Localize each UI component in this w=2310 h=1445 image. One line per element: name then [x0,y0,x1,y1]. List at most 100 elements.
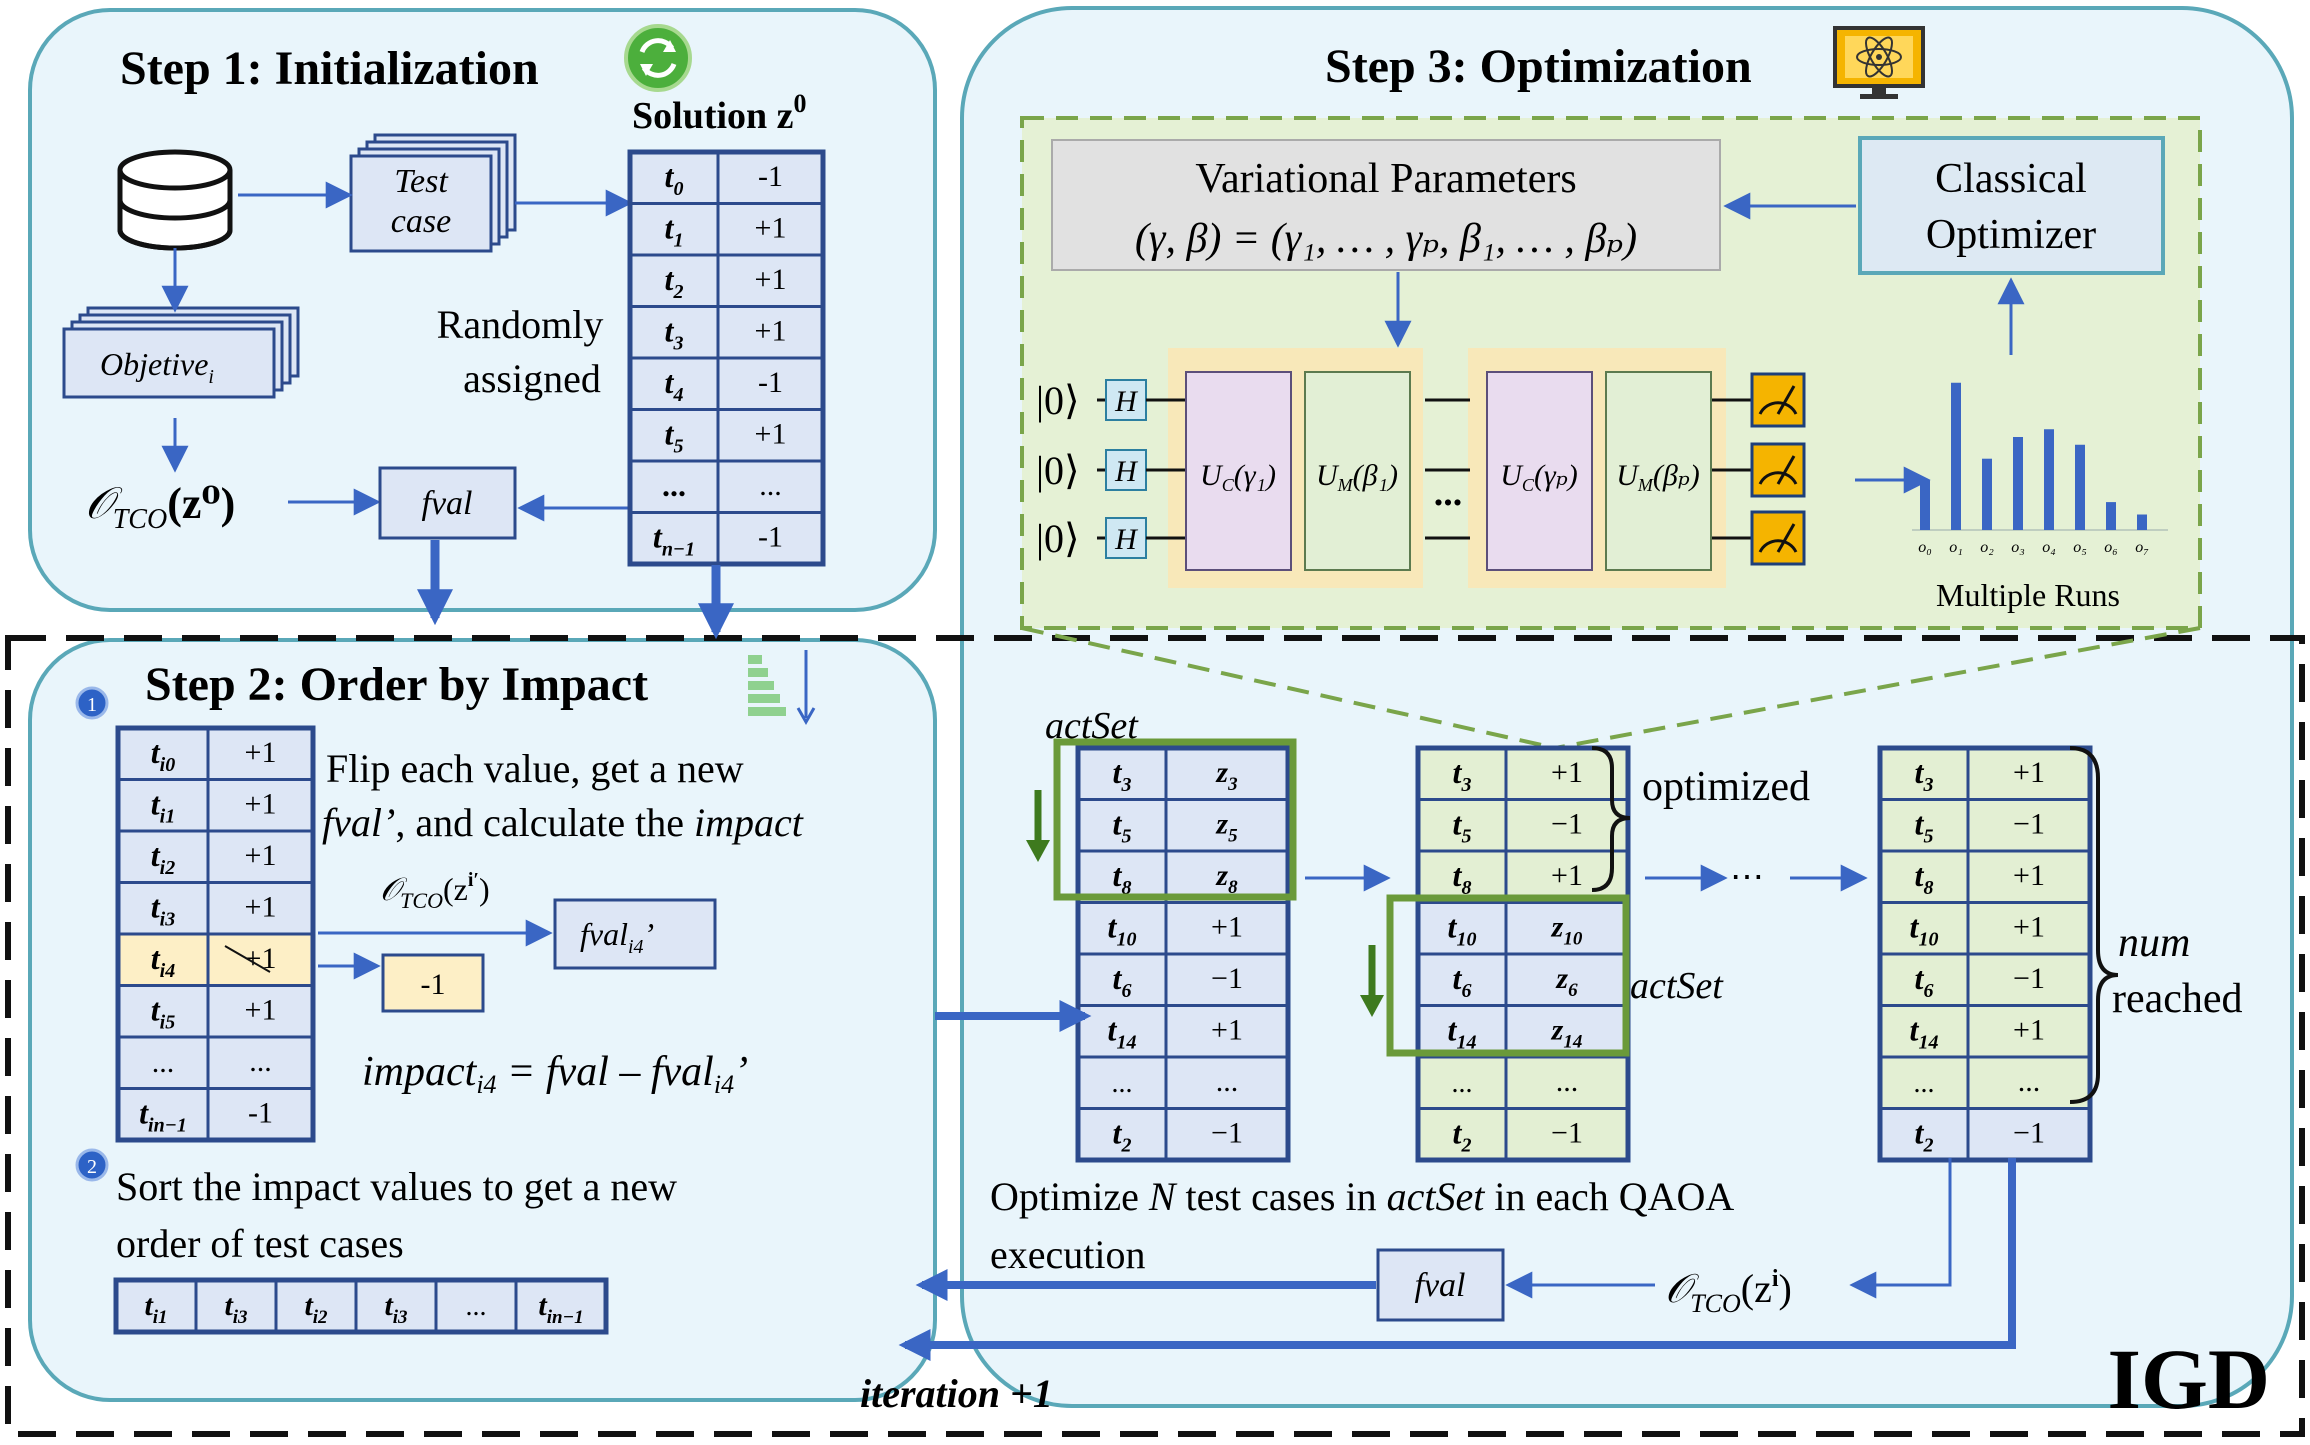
step3-key: t6 [1915,960,1934,1002]
histogram-label: o₄ [2042,539,2056,556]
step3-key: t14 [1108,1012,1137,1054]
solution-value: +1 [755,417,787,450]
order-cell [434,1278,518,1334]
step3-value: −1 [1551,807,1583,840]
step3-value: +1 [1551,859,1583,892]
table-border [1877,745,2093,1163]
arrow-iteration-loop [898,1158,2016,1361]
step3-key: t8 [1113,857,1132,899]
num-reached-brace [2069,746,2119,1104]
step3-value: +1 [2013,1013,2045,1046]
order-cell-text: tin−1 [538,1289,583,1328]
solution-value: -1 [758,520,783,553]
table-cell-value [206,984,315,1039]
actset-highlight-2 [1386,894,1630,1057]
arrow-table-c-to-otco [1849,1158,1952,1299]
fval-box-step1 [378,466,517,540]
table-cell-key [1076,1055,1168,1110]
table-cell-value [1966,1107,2092,1162]
step2-badge-1: 1 [75,686,109,720]
impact-value: +1 [245,736,277,769]
step3-value: ... [1556,1065,1579,1098]
down-arrow-green-1 [1026,790,1050,862]
solution-key: t5 [665,416,684,458]
solution-value: +1 [755,263,787,296]
table-border [115,725,316,1143]
table-cell-key [1878,849,1970,904]
objective-stack [62,306,300,399]
meter-needle [1776,385,1796,415]
test-case-line1: Test [394,163,449,200]
histogram-bar [1920,480,1930,530]
solution-table: t0-1t1+1t2+1t3+1t4-1t5+1......tn−1-1 [627,149,826,567]
order-cell-text: ti1 [144,1289,167,1328]
flip-line1: Flip each value, get a new [326,746,744,791]
table-cell-value [1966,798,2092,853]
solution-value: +1 [755,314,787,347]
table-cell-value [1164,901,1290,956]
histogram-bar [2137,514,2147,530]
step3-value: z8 [1215,859,1238,898]
solution-label: Solution z0 [632,89,807,137]
variational-params-line2: (γ, β) = (γ₁, … , γₚ, β₁, … , βₚ) [1135,216,1637,262]
optimized-brace [1591,746,1631,892]
between-ellipsis: ⋯ [1730,859,1764,896]
otco-z0-label: 𝒪TCO(z⁰) [85,479,235,535]
order-cell-text: ... [466,1291,487,1322]
step3-key: t3 [1453,754,1472,796]
histogram-bar [1951,382,1961,530]
hadamard-label: H [1114,523,1139,556]
solution-key: ... [662,467,686,503]
otco-zi-prime: 𝒪TCO(zi′) [380,869,490,913]
meter-needle [1776,455,1796,485]
step3-value: +1 [2013,910,2045,943]
table-cell-value [1164,1107,1290,1162]
igd-label: IGD [2108,1331,2270,1427]
histogram-label: o₇ [2135,539,2149,556]
classical-optimizer-line1: Classical [1935,156,2087,202]
step3-key: t3 [1915,754,1934,796]
ucp-box [1486,371,1593,571]
meter-icon [1758,471,1798,485]
order-cell-text: ti2 [304,1289,328,1328]
optimize-line1: Optimize N test cases in actSet in each … [990,1174,1734,1219]
impact-value: ... [249,1045,272,1078]
order-cell-text: ti3 [224,1289,247,1328]
impact-key: ti3 [151,889,175,931]
table-cell-value [206,1087,315,1142]
uc1-label: UC(γ₁) [1200,459,1276,495]
iteration-label: iteration +1 [860,1371,1053,1416]
table-cell-key [1076,798,1168,853]
measurement-gate [1750,510,1806,566]
fval-label-step1: fval [422,485,473,522]
flip-line2: fval’, and calculate the impact [322,800,804,845]
uc1-box [1185,371,1292,571]
solution-key: tn−1 [653,519,695,561]
table-cell-key [1416,746,1508,801]
step1-title: Step 1: Initialization [120,42,539,95]
ucp-label: UC(γₚ) [1500,459,1578,495]
impact-key: ti4 [151,940,175,982]
step3-value: −1 [2013,962,2045,995]
table-cell-value [1164,1055,1290,1110]
refresh-icon [624,24,692,92]
impact-value: +1 [245,839,277,872]
impact-table: ti0+1ti1+1ti2+1ti3+1ti4+1ti5+1......tin−… [115,725,316,1143]
histogram-bar [2044,429,2054,530]
meter-icon [1758,539,1798,553]
step3-value: z10 [1551,910,1583,949]
measurement-gate [1750,372,1806,428]
fval-prime-label: fvali4’ [580,916,654,958]
variational-params-box [1051,139,1721,271]
step3-key: ... [1914,1068,1935,1099]
step3-key: t10 [1108,909,1137,951]
impact-value: +1 [245,942,277,975]
step3-value: z14 [1551,1013,1583,1052]
histogram-label: o₅ [2073,539,2087,556]
order-row-border [113,1277,609,1335]
variational-params-line1: Variational Parameters [1195,156,1576,202]
step3-value: −1 [1211,1116,1243,1149]
step3-value: z3 [1215,756,1237,795]
step3-key: t2 [1915,1115,1934,1157]
